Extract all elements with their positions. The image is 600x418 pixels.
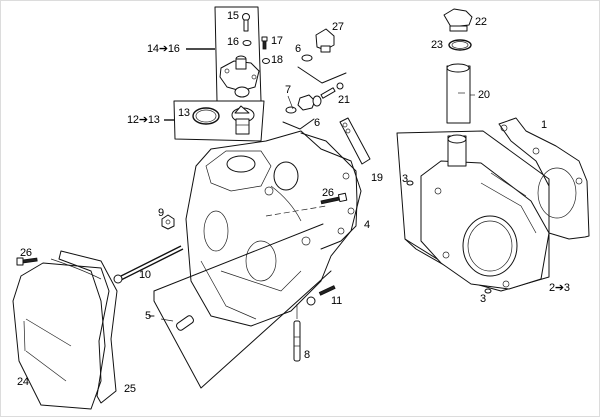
valve-cover — [12, 262, 110, 410]
callout-11: 11 — [331, 295, 343, 307]
callout-20: 20 — [478, 89, 490, 101]
callout-27: 27 — [332, 21, 344, 33]
callout-6-lower: 6 — [314, 117, 320, 129]
callout-2-3: 2➔3 — [549, 282, 570, 294]
cylinder-head — [185, 130, 362, 327]
filler-plug — [443, 8, 473, 32]
bolt-11 — [306, 285, 336, 306]
callout-14-16: 14➔16 — [147, 43, 180, 55]
callout-18: 18 — [271, 54, 283, 66]
callout-15: 15 — [227, 10, 239, 22]
long-bolt-10 — [113, 245, 184, 284]
dowel-pins-3 — [406, 180, 492, 294]
temperature-sensor-group — [297, 28, 347, 84]
callout-3-upper: 3 — [402, 173, 408, 185]
dowel-group — [148, 223, 332, 389]
callout-8: 8 — [304, 349, 310, 361]
plug-washer — [448, 39, 472, 51]
callout-22: 22 — [475, 16, 487, 28]
valve-cover-gasket — [50, 250, 118, 404]
callout-24: 24 — [17, 376, 29, 388]
callout-21: 21 — [338, 94, 350, 106]
callout-25: 25 — [124, 383, 136, 395]
cylinder-base-gasket — [498, 117, 590, 240]
callout-12-13: 12➔13 — [127, 114, 160, 126]
callout-1: 1 — [541, 119, 547, 131]
guide-tube — [446, 63, 475, 124]
callout-3-lower: 3 — [480, 293, 486, 305]
callout-26-head: 26 — [322, 187, 334, 199]
thermostat-cover-group — [186, 6, 270, 102]
callout-5: 5 — [145, 310, 151, 322]
callout-23: 23 — [431, 39, 443, 51]
head-bolt-26 — [320, 192, 348, 205]
callout-4: 4 — [364, 219, 370, 231]
callout-26-cover: 26 — [20, 247, 32, 259]
cover-bolt-26 — [16, 257, 38, 266]
callout-17: 17 — [271, 35, 283, 47]
callout-10: 10 — [139, 269, 151, 281]
callout-13: 13 — [178, 107, 190, 119]
nut-9 — [161, 214, 175, 230]
callout-6-upper: 6 — [295, 43, 301, 55]
bleed-screw-group — [282, 82, 344, 130]
thermostat-group — [164, 100, 265, 142]
callout-7: 7 — [285, 84, 291, 96]
callout-16: 16 — [227, 36, 239, 48]
callout-9: 9 — [158, 207, 164, 219]
chain-guide-link — [339, 117, 371, 165]
leader-lines — [160, 92, 465, 322]
stud-8 — [293, 304, 301, 362]
callout-19: 19 — [371, 172, 383, 184]
cylinder-block — [420, 134, 550, 290]
